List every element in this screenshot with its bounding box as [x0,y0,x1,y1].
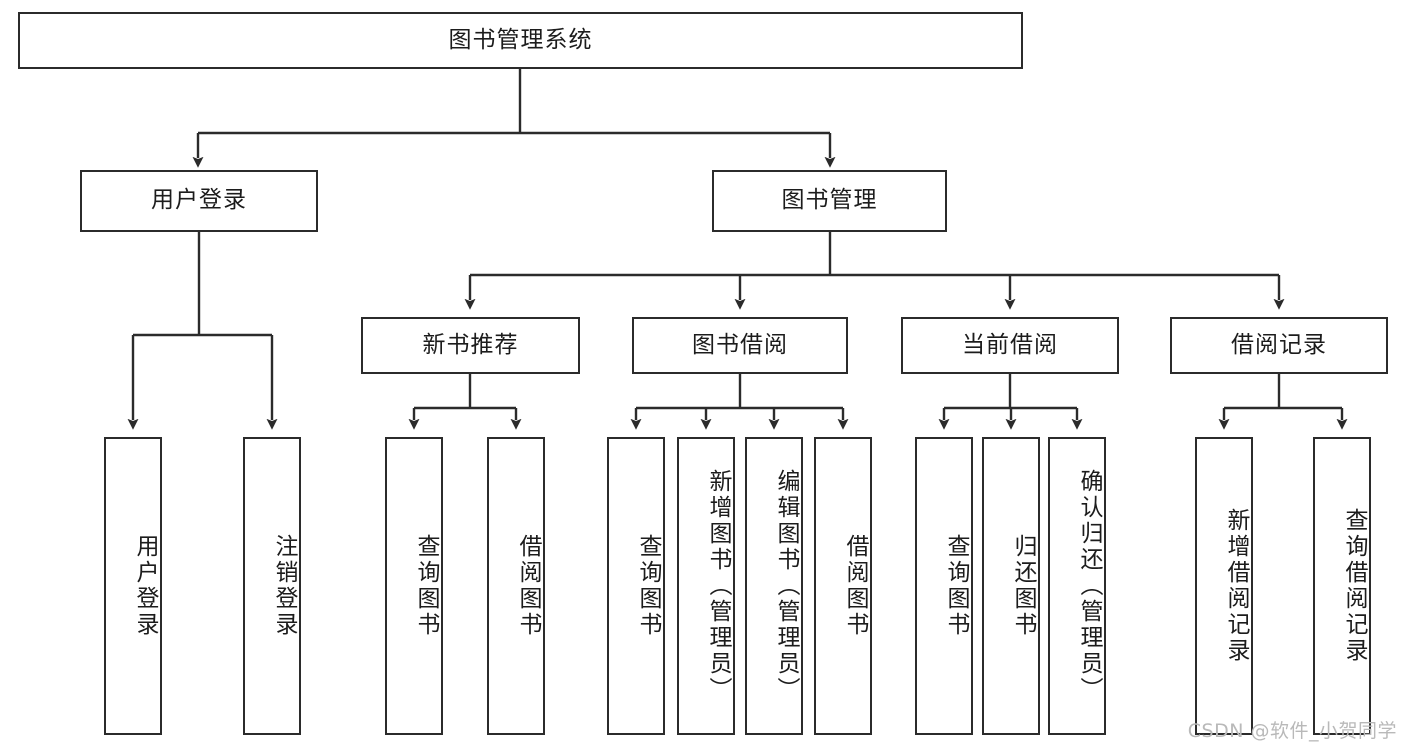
leaf-borrow-book-2-label: 借阅图书 [842,534,868,638]
node-root-label: 图书管理系统 [448,26,593,53]
node-borrow-records[interactable]: 借阅记录 [1170,317,1388,374]
node-book-borrow-label: 图书借阅 [692,331,788,358]
leaf-query-record-label: 查询借阅记录 [1341,508,1367,664]
node-user-login[interactable]: 用户登录 [80,170,318,232]
leaf-query-book-3[interactable]: 查询图书 [915,437,973,735]
leaf-user-logout[interactable]: 注销登录 [243,437,301,735]
node-root[interactable]: 图书管理系统 [18,12,1023,69]
node-user-login-label: 用户登录 [151,187,247,214]
leaf-confirm-return[interactable]: 确认归还（管理员） [1048,437,1106,735]
leaf-add-book[interactable]: 新增图书（管理员） [677,437,735,735]
leaf-return-book-label: 归还图书 [1010,534,1036,638]
node-current-borrow[interactable]: 当前借阅 [901,317,1119,374]
leaf-confirm-return-label: 确认归还（管理员） [1076,469,1102,703]
node-new-book-recommend-label: 新书推荐 [422,331,519,358]
node-new-book-recommend[interactable]: 新书推荐 [361,317,580,374]
leaf-query-book-2[interactable]: 查询图书 [607,437,665,735]
node-book-management[interactable]: 图书管理 [712,170,947,232]
leaf-add-record-label: 新增借阅记录 [1223,508,1249,664]
leaf-query-book-2-label: 查询图书 [635,534,661,638]
node-book-management-label: 图书管理 [781,187,878,214]
leaf-edit-book-label: 编辑图书（管理员） [773,469,799,703]
leaf-query-record[interactable]: 查询借阅记录 [1313,437,1371,735]
leaf-query-book-3-label: 查询图书 [943,534,969,638]
leaf-query-book-1-label: 查询图书 [413,534,439,638]
leaf-user-login-label: 用户登录 [132,534,158,638]
leaf-borrow-book-1[interactable]: 借阅图书 [487,437,545,735]
leaf-edit-book[interactable]: 编辑图书（管理员） [745,437,803,735]
node-current-borrow-label: 当前借阅 [962,331,1058,358]
leaf-user-logout-label: 注销登录 [271,534,297,638]
leaf-borrow-book-1-label: 借阅图书 [515,534,541,638]
node-borrow-records-label: 借阅记录 [1231,331,1327,358]
node-book-borrow[interactable]: 图书借阅 [632,317,848,374]
leaf-add-record[interactable]: 新增借阅记录 [1195,437,1253,735]
leaf-query-book-1[interactable]: 查询图书 [385,437,443,735]
leaf-return-book[interactable]: 归还图书 [982,437,1040,735]
leaf-borrow-book-2[interactable]: 借阅图书 [814,437,872,735]
leaf-user-login[interactable]: 用户登录 [104,437,162,735]
watermark: CSDN @软件_小贺同学 [1187,720,1397,742]
leaf-add-book-label: 新增图书（管理员） [705,469,731,703]
